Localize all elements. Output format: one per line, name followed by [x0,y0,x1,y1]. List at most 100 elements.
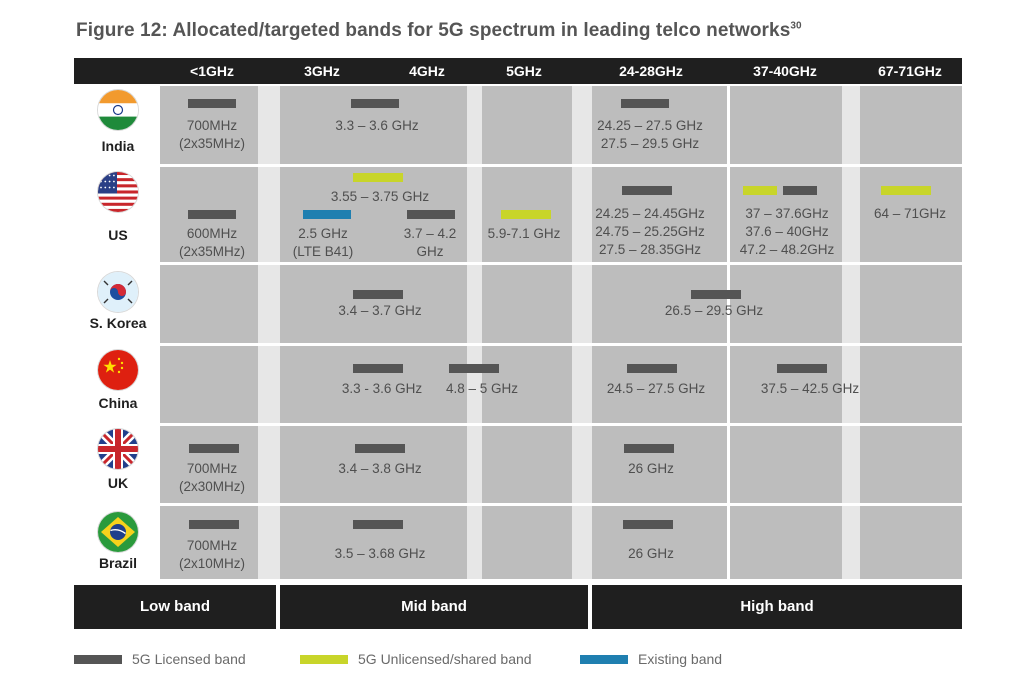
band-cell [592,426,727,503]
column-separator [467,426,482,503]
band-label: 27.5 – 28.35GHz [598,242,702,257]
china-flag-icon [98,350,138,390]
band-bar-licensed [449,364,499,373]
band-bar-unlicensed [353,173,403,182]
column-separator [258,346,280,423]
band-label: 700MHz [186,118,238,133]
band-cell [730,426,842,503]
band-bar-licensed [353,290,403,299]
band-bar-licensed [407,210,455,219]
column-header: 24-28GHz [619,63,683,79]
band-label: 700MHz [186,461,238,476]
band-label: 26 GHz [628,461,674,476]
column-separator [842,346,860,423]
band-cell [280,346,390,423]
column-separator [572,426,592,503]
column-header: 4GHz [409,63,445,79]
band-cell [390,265,467,343]
south-korea-flag-icon [98,272,138,312]
band-bar-licensed [622,186,672,195]
band-group-box [74,585,276,629]
country-name: India [101,138,135,154]
band-label: 700MHz [186,538,238,553]
column-separator [572,346,592,423]
band-bar-licensed [188,210,236,219]
band-label: 26.5 – 29.5 GHz [664,303,764,318]
band-cell [390,346,467,423]
band-cell [860,346,962,423]
column-header: 37-40GHz [753,63,817,79]
column-header: <1GHz [190,63,234,79]
band-label: 24.25 – 24.45GHz [595,206,705,221]
country-name: S. Korea [89,315,147,331]
band-label: 3.3 - 3.6 GHz [341,381,423,396]
band-group-label: Mid band [401,598,467,615]
band-label: 24.75 – 25.25GHz [595,224,705,239]
column-separator [842,265,860,343]
band-bar-licensed [189,520,239,529]
column-separator [572,506,592,579]
band-cell [860,167,962,262]
band-bar-licensed [621,99,669,108]
band-bar-licensed [351,99,399,108]
column-header: 67-71GHz [878,63,942,79]
band-label: 5.9-7.1 GHz [487,226,561,241]
band-label: 4.8 – 5 GHz [445,381,519,396]
column-separator [467,86,482,164]
figure-title-text: Figure 12: Allocated/targeted bands for … [76,20,791,41]
figure-title-footnote: 30 [790,20,802,32]
band-bar-licensed [188,99,236,108]
band-bar-licensed [691,290,741,299]
band-label: (2x30MHz) [178,479,246,494]
column-separator [467,265,482,343]
band-cell [730,167,842,262]
column-separator [842,167,860,262]
band-cell [390,86,467,164]
us-flag-icon [98,172,138,212]
band-cell [482,346,572,423]
band-label: 3.4 – 3.7 GHz [338,303,422,318]
band-label: (2x35MHz) [178,136,246,151]
band-cell [592,346,727,423]
band-cell [160,346,258,423]
band-group-box [280,585,588,629]
band-label: 3.7 – 4.2 [403,226,457,241]
column-separator [572,167,592,262]
band-cell [730,86,842,164]
row-separator [74,423,962,426]
legend-swatch-existing [580,655,628,664]
band-cell [280,265,390,343]
column-separator [258,86,280,164]
legend-label: Existing band [638,651,723,667]
band-label: 37.5 – 42.5 GHz [760,381,860,396]
band-cell [390,506,467,579]
country-name: Brazil [98,555,138,571]
uk-flag-icon [98,429,138,469]
band-label: 600MHz [186,226,238,241]
band-bar-licensed [623,520,673,529]
column-header: 5GHz [506,63,542,79]
band-label: 26 GHz [628,546,674,561]
band-cell [860,86,962,164]
band-bar-existing [303,210,351,219]
column-separator [842,426,860,503]
column-header: 3GHz [304,63,340,79]
band-cell [482,426,572,503]
band-cell [482,506,572,579]
band-bar-licensed [189,444,239,453]
band-cell [860,506,962,579]
band-bar-licensed [624,444,674,453]
band-group-label: Low band [140,598,210,615]
figure-title: Figure 12: Allocated/targeted bands for … [76,20,802,42]
band-bar-unlicensed [743,186,777,195]
band-bar-unlicensed [881,186,931,195]
column-separator [842,506,860,579]
column-separator [258,426,280,503]
band-label: 3.5 – 3.68 GHz [334,546,426,561]
country-name: US [108,227,128,243]
band-label: (LTE B41) [292,244,354,259]
band-cell [592,265,727,343]
country-name: UK [107,475,129,491]
band-label: 37.6 – 40GHz [745,224,829,239]
band-label: 3.55 – 3.75 GHz [330,189,430,204]
